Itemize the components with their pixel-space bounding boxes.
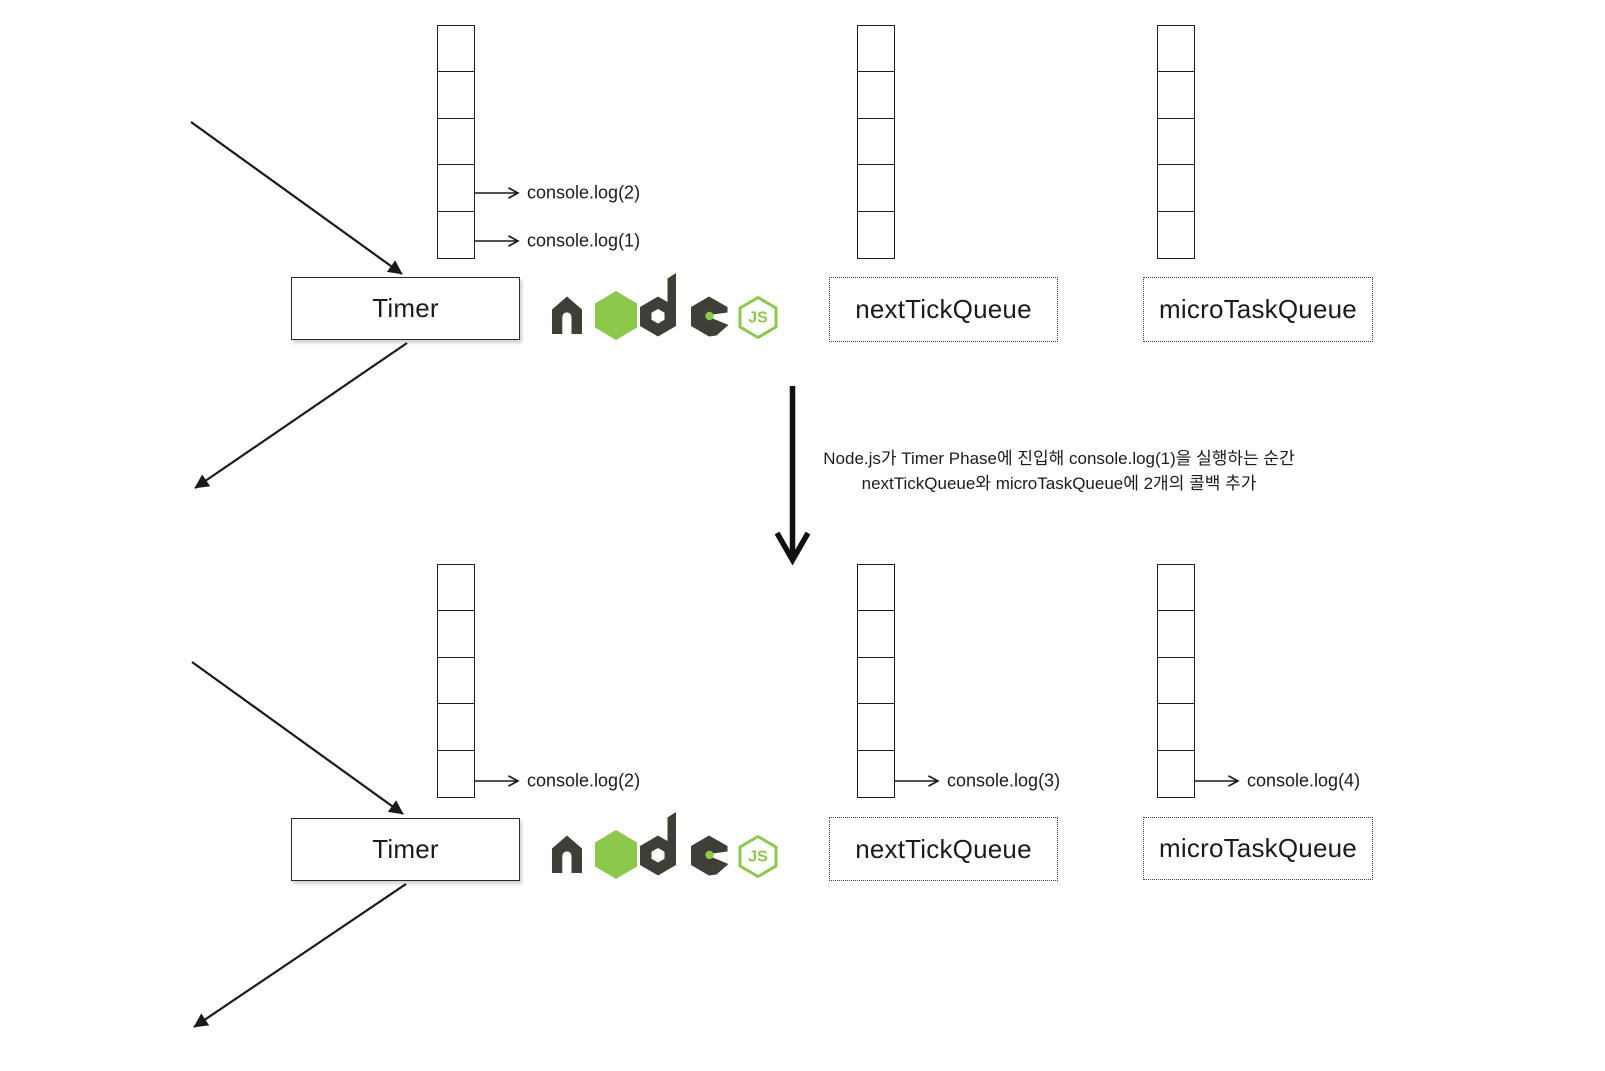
- timer-phase-label: Timer: [372, 293, 439, 323]
- queue-cell: [437, 703, 475, 752]
- arrow-out-of-timer-top: [194, 342, 408, 489]
- callback-label: console.log(4): [1247, 770, 1361, 791]
- next-tick-queue-box-top: nextTickQueue: [829, 277, 1058, 342]
- queue-cell: [1157, 610, 1195, 659]
- micro-task-queue-label: microTaskQueue: [1159, 833, 1357, 863]
- callback-label: console.log(2): [527, 182, 641, 203]
- js-badge-hexagon-icon: [738, 296, 778, 339]
- micro-task-queue-box-bottom: microTaskQueue: [1143, 817, 1373, 880]
- queue-cell: [437, 164, 475, 213]
- queue-cell: [437, 610, 475, 659]
- queue-cell: [437, 749, 475, 798]
- queue-cell: [1157, 749, 1195, 798]
- transition-caption: Node.js가 Timer Phase에 진입해 console.log(1)…: [709, 446, 1409, 496]
- callback-label: console.log(3): [947, 770, 1061, 791]
- timer-queue-top: [437, 25, 475, 259]
- queue-cell: [857, 25, 895, 73]
- queue-cell: [1157, 210, 1195, 259]
- queue-cell: [857, 564, 895, 612]
- queue-cell: [1157, 25, 1195, 73]
- transition-caption-line1: Node.js가 Timer Phase에 진입해 console.log(1)…: [823, 449, 1295, 468]
- queue-cell: [437, 25, 475, 73]
- nodejs-logo-icon: JS: [552, 273, 778, 340]
- callback-label: console.log(2): [527, 770, 641, 791]
- queue-cell: [857, 703, 895, 752]
- js-badge-text: JS: [748, 310, 768, 327]
- queue-cell: [437, 564, 475, 612]
- next-tick-queue-top: [857, 25, 895, 259]
- queue-cell: [1157, 71, 1195, 120]
- queue-cell: [1157, 564, 1195, 612]
- queue-cell: [1157, 656, 1195, 705]
- arrow-out-of-timer-bottom: [193, 883, 407, 1028]
- next-tick-queue-label: nextTickQueue: [855, 833, 1032, 864]
- queue-cell: [1157, 164, 1195, 213]
- nodejs-logo-icon: JS: [552, 812, 778, 879]
- callback-label: console.log(1): [527, 230, 641, 251]
- transition-arrow: [774, 386, 811, 566]
- transition-caption-line2: nextTickQueue와 microTaskQueue에 2개의 콜백 추가: [861, 474, 1257, 493]
- queue-cell: [857, 656, 895, 705]
- queue-cell: [437, 656, 475, 705]
- next-tick-queue-label: nextTickQueue: [855, 294, 1032, 324]
- queue-cell: [437, 71, 475, 120]
- next-tick-queue-bottom: [857, 564, 895, 798]
- timer-phase-box-top: Timer: [291, 277, 520, 340]
- queue-cell: [1157, 703, 1195, 752]
- queue-cell: [857, 164, 895, 213]
- micro-task-queue-top: [1157, 25, 1195, 259]
- micro-task-queue-bottom: [1157, 564, 1195, 798]
- queue-cell: [857, 210, 895, 259]
- queue-cell: [857, 610, 895, 659]
- arrow-into-timer-bottom: [191, 661, 404, 815]
- queue-cell: [857, 749, 895, 798]
- arrow-into-timer-top: [190, 121, 403, 275]
- queue-cell: [857, 71, 895, 120]
- next-tick-queue-box-bottom: nextTickQueue: [829, 817, 1058, 881]
- queue-cell: [437, 210, 475, 259]
- timer-phase-label: Timer: [372, 834, 439, 864]
- timer-phase-box-bottom: Timer: [291, 818, 520, 881]
- micro-task-queue-label: microTaskQueue: [1159, 294, 1357, 324]
- micro-task-queue-box-top: microTaskQueue: [1143, 277, 1373, 342]
- timer-queue-bottom: [437, 564, 475, 798]
- queue-cell: [437, 117, 475, 166]
- queue-cell: [1157, 117, 1195, 166]
- js-badge-text: JS: [748, 849, 768, 866]
- js-badge-hexagon-icon: [738, 835, 778, 878]
- queue-cell: [857, 117, 895, 166]
